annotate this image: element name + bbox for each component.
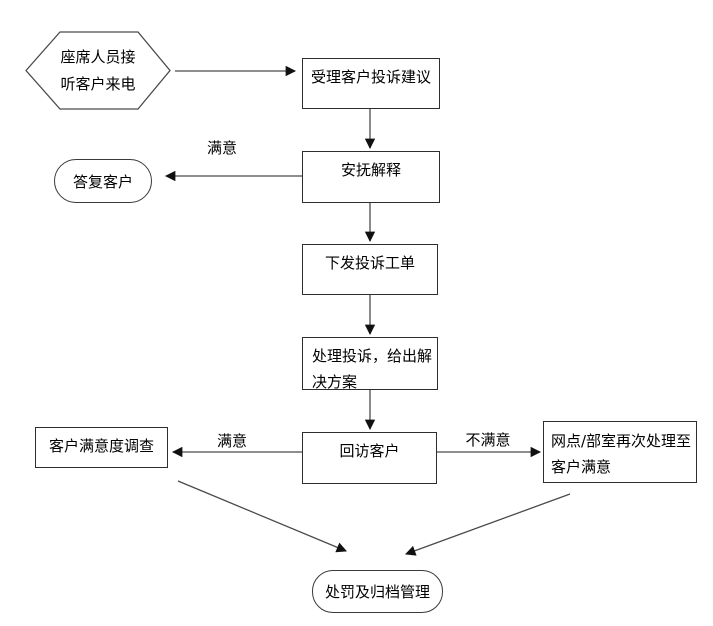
edge-label-satisfied-survey: 满意: [202, 430, 262, 451]
node-satisfaction-survey: 客户满意度调查: [35, 427, 168, 468]
edge-label-unsatisfied-branch: 不满意: [458, 429, 518, 450]
edge-survey-archive: [177, 480, 347, 553]
edge-label-satisfied-reply: 满意: [192, 137, 252, 158]
node-handle-complaint-solution: 处理投诉，给出解 决方案: [302, 337, 438, 391]
node-accept-complaint: 受理客户投诉建议: [302, 58, 440, 109]
node-punish-archive: 处罚及归档管理: [312, 570, 443, 613]
node-branch-rehandle: 网点/部室再次处理至 客户满意: [543, 421, 697, 483]
edge-branch-archive: [405, 493, 571, 556]
node-soothe-explain: 安抚解释: [302, 151, 440, 203]
node-start-agent-answers-call: 座席人员接 听客户来电: [60, 47, 136, 93]
node-issue-work-order: 下发投诉工单: [302, 244, 438, 295]
node-return-visit: 回访客户: [302, 432, 437, 484]
start-hexagon-shape: [25, 31, 171, 110]
node-reply-customer: 答复客户: [54, 159, 152, 203]
